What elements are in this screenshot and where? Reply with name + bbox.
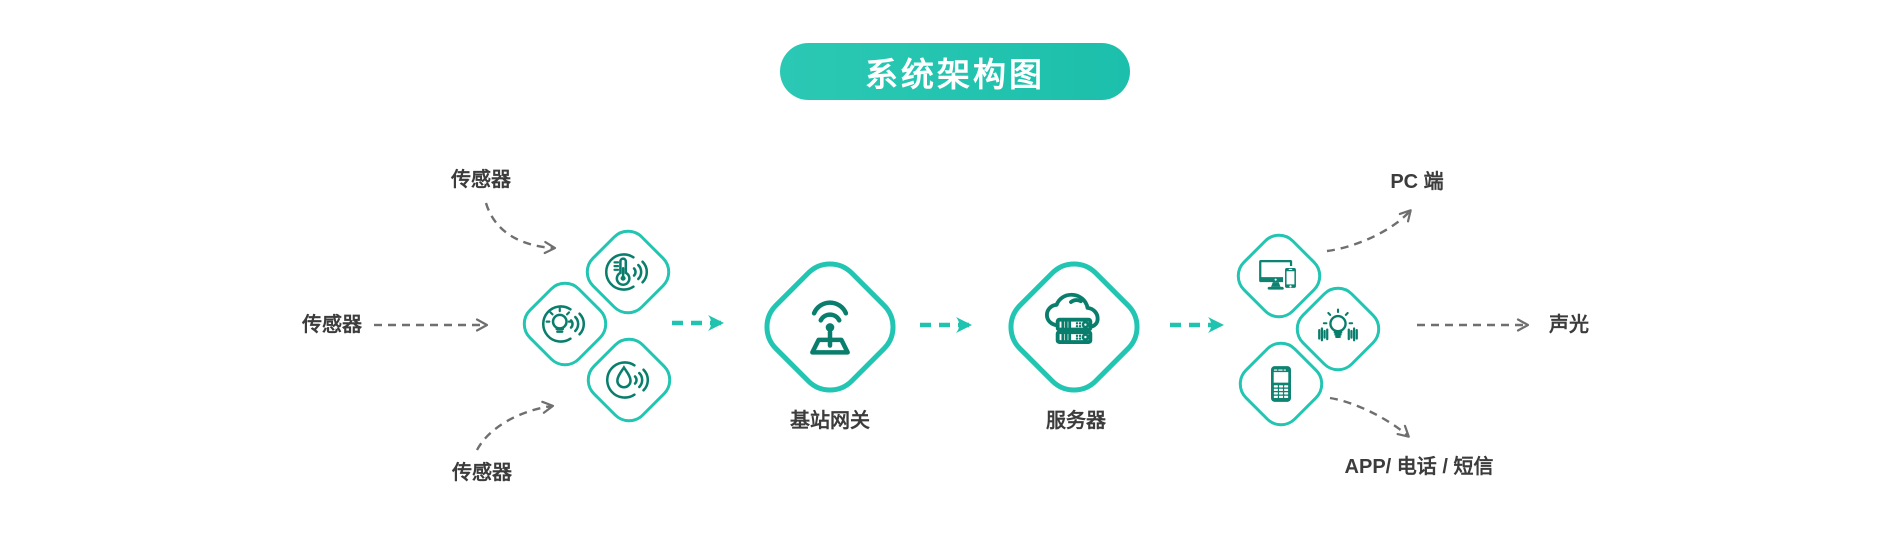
- page-title: 系统架构图: [865, 55, 1045, 93]
- server-label: 服务器: [1046, 410, 1106, 432]
- arrow-sensor-top: [484, 202, 557, 255]
- sensor-label-bottom: 传感器: [452, 462, 512, 484]
- cloud-server-icon: [1023, 276, 1125, 378]
- thermometer-sensor-icon: [595, 239, 661, 305]
- app-output-label: APP/ 电话 / 短信: [1344, 456, 1494, 478]
- arrow-sensor-bottom: [475, 400, 555, 451]
- pc-output-label: PC 端: [1390, 171, 1444, 193]
- sensor-label-left: 传感器: [302, 314, 362, 336]
- sound-light-alarm-icon: [1305, 296, 1371, 362]
- light-sensor-icon: [532, 291, 598, 357]
- arrow-to-pc: [1326, 209, 1412, 253]
- mobile-phone-icon: [1248, 351, 1314, 417]
- pc-devices-node: [1228, 225, 1330, 327]
- antenna-gateway-icon: [779, 276, 881, 378]
- light-sensor-node: [514, 273, 616, 375]
- server-node: [994, 247, 1154, 407]
- pc-devices-icon: [1246, 243, 1312, 309]
- sound-light-output-label: 声光: [1549, 314, 1589, 336]
- gateway-node: [750, 247, 910, 407]
- arrow-to-app: [1329, 396, 1410, 438]
- gateway-label: 基站网关: [790, 410, 870, 432]
- title-banner: 系统架构图: [780, 43, 1130, 100]
- sound-light-alarm-node: [1287, 278, 1389, 380]
- sensor-label-top: 传感器: [451, 169, 511, 191]
- water-sensor-icon: [596, 347, 662, 413]
- water-sensor-node: [578, 329, 680, 431]
- thermometer-sensor-node: [577, 221, 679, 323]
- mobile-phone-node: [1230, 333, 1332, 435]
